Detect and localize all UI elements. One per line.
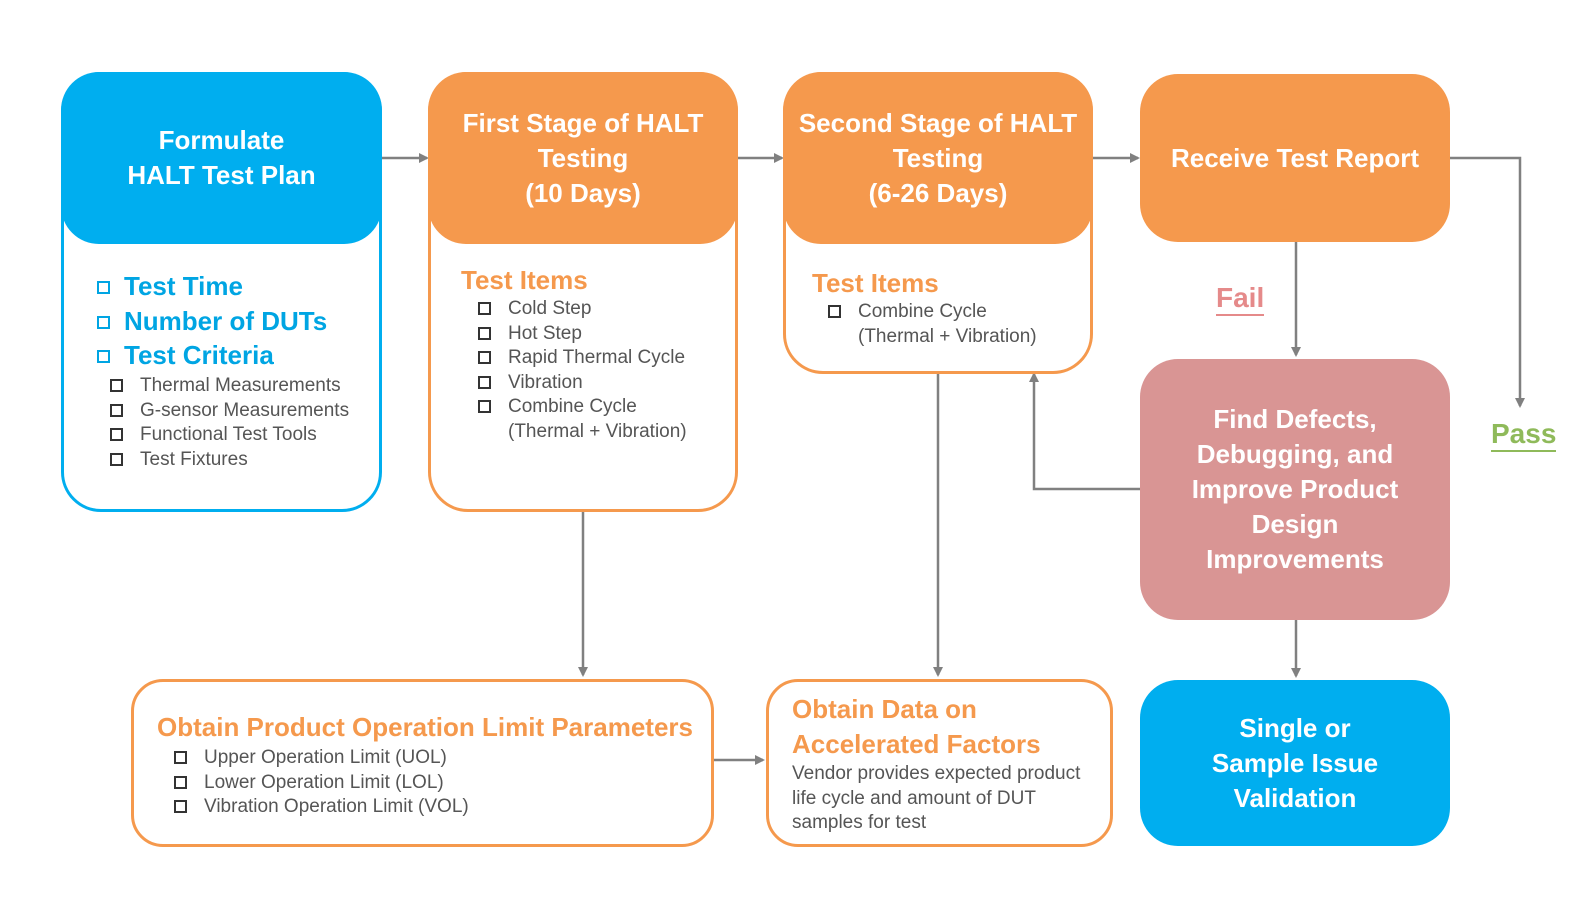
validation-box: Single or Sample Issue Validation — [1140, 680, 1450, 846]
test-plan-title-line1: Formulate — [158, 125, 285, 155]
validation-title: Single or Sample Issue Validation — [1211, 712, 1379, 813]
test-plan-item: Number of DUTs — [94, 304, 327, 339]
test-item: Rapid Thermal Cycle — [476, 346, 706, 371]
accelerated-factors-title: Obtain Data on Accelerated Factors — [792, 694, 1041, 759]
first-stage-card: First Stage of HALT Testing (10 Days) Te… — [428, 72, 738, 512]
test-item: Cold Step — [476, 297, 706, 322]
test-plan-item: Test Criteria — [94, 338, 327, 373]
first-stage-test-items: Cold Step Hot Step Rapid Thermal Cycle V… — [476, 297, 706, 444]
criteria-item: G-sensor Measurements — [108, 399, 349, 424]
first-stage-section-title: Test Items — [461, 265, 588, 295]
limit-item: Upper Operation Limit (UOL) — [172, 746, 469, 771]
test-item: Vibration — [476, 371, 706, 396]
second-stage-section-title: Test Items — [812, 268, 939, 298]
test-item: Combine Cycle (Thermal + Vibration) — [476, 395, 706, 444]
test-plan-title-line2: HALT Test Plan — [127, 160, 316, 190]
receive-report-title: Receive Test Report — [1170, 142, 1420, 173]
find-defects-box: Find Defects, Debugging, and Improve Pro… — [1140, 359, 1450, 620]
second-stage-card: Second Stage of HALT Testing (6-26 Days)… — [783, 72, 1093, 374]
first-stage-title-line2: Testing — [537, 142, 629, 173]
first-stage-title-line3: (10 Days) — [525, 177, 641, 208]
second-stage-title-line1: Second Stage of HALT — [798, 107, 1078, 138]
accelerated-factors-text: Vendor provides expected product life cy… — [792, 763, 1081, 833]
accelerated-factors-card: Obtain Data on Accelerated Factors Vendo… — [766, 679, 1113, 847]
test-plan-header: Formulate HALT Test Plan — [61, 72, 382, 244]
criteria-item: Test Fixtures — [108, 448, 349, 473]
test-plan-items: Test Time Number of DUTs Test Criteria — [94, 269, 327, 373]
operation-limits-title: Obtain Product Operation Limit Parameter… — [157, 712, 693, 742]
second-stage-header: Second Stage of HALT Testing (6-26 Days) — [783, 72, 1093, 244]
second-stage-title-line3: (6-26 Days) — [868, 177, 1008, 208]
receive-report-box: Receive Test Report — [1140, 74, 1450, 242]
fail-label: Fail — [1216, 282, 1265, 316]
arrow-defects-to-stage2 — [1029, 372, 1140, 491]
second-stage-title-line2: Testing — [892, 142, 984, 173]
second-stage-test-items: Combine Cycle (Thermal + Vibration) — [826, 300, 1061, 349]
first-stage-header: First Stage of HALT Testing (10 Days) — [428, 72, 738, 244]
test-plan-item: Test Time — [94, 269, 327, 304]
operation-limits-card: Obtain Product Operation Limit Parameter… — [131, 679, 714, 847]
test-criteria-list: Thermal Measurements G-sensor Measuremen… — [108, 374, 349, 472]
criteria-item: Thermal Measurements — [108, 374, 349, 399]
limit-item: Vibration Operation Limit (VOL) — [172, 795, 469, 820]
pass-label: Pass — [1491, 418, 1557, 452]
criteria-item: Functional Test Tools — [108, 423, 349, 448]
test-item: Combine Cycle (Thermal + Vibration) — [826, 300, 1061, 349]
limit-item: Lower Operation Limit (LOL) — [172, 771, 469, 796]
test-plan-card: Formulate HALT Test Plan Test Time Numbe… — [61, 72, 382, 512]
first-stage-title-line1: First Stage of HALT — [462, 107, 704, 138]
find-defects-title: Find Defects, Debugging, and Improve Pro… — [1191, 404, 1399, 574]
arrow-report-pass — [1450, 156, 1525, 408]
test-item: Hot Step — [476, 322, 706, 347]
operation-limits-list: Upper Operation Limit (UOL) Lower Operat… — [172, 746, 469, 820]
